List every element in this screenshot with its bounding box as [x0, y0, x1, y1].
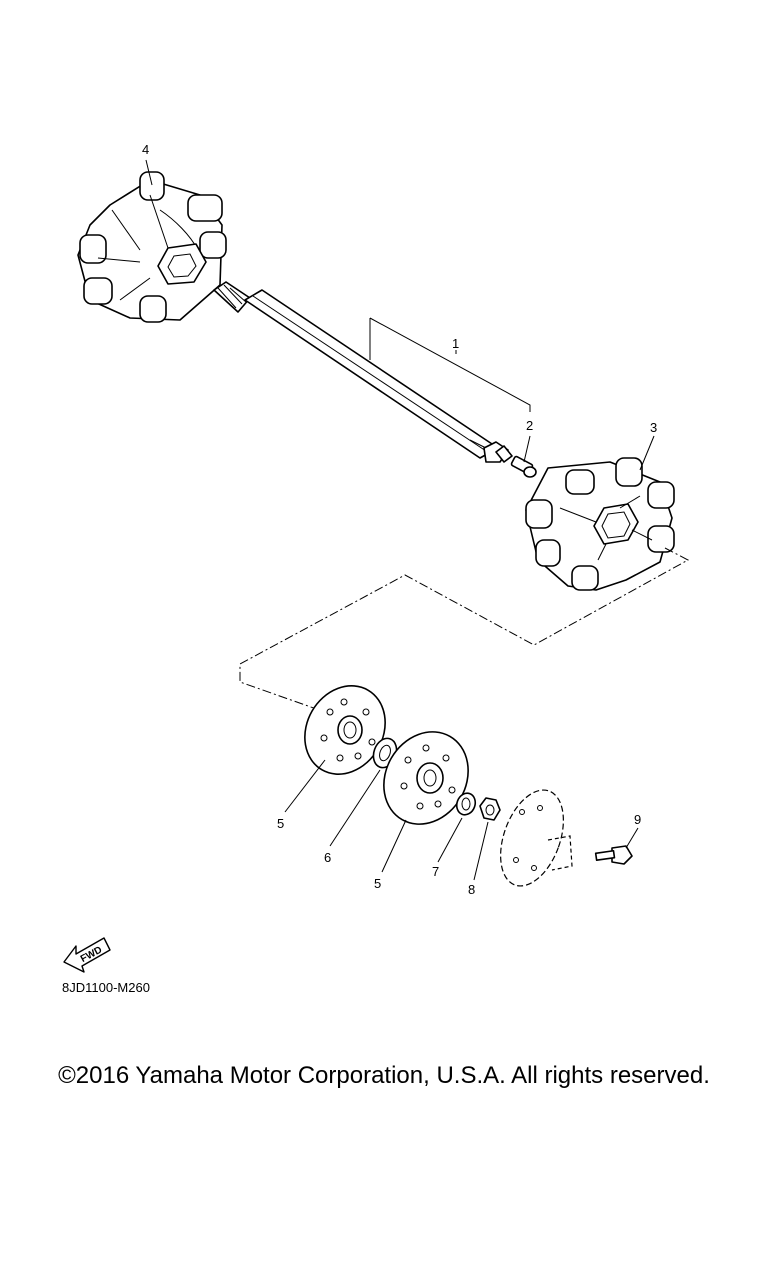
flange-bolt: [594, 845, 633, 865]
callout-3: 3: [650, 420, 657, 435]
callout-9: 9: [634, 812, 641, 827]
assembly-line: [239, 547, 690, 713]
diagram-reference-code: 8JD1100-M260: [62, 980, 150, 995]
washer: [455, 792, 477, 816]
callout-1: 1: [452, 336, 459, 351]
leader-lines: [145, 159, 655, 881]
plate-left: [304, 685, 386, 775]
callout-2: 2: [526, 418, 533, 433]
callout-8: 8: [468, 882, 475, 897]
sprocket-right: [525, 457, 675, 591]
drive-shaft: [213, 281, 513, 463]
callout-6: 6: [324, 850, 331, 865]
copyright-notice: ©2016 Yamaha Motor Corporation, U.S.A. A…: [58, 1062, 710, 1089]
nut: [479, 797, 501, 821]
callout-7: 7: [432, 864, 439, 879]
sprocket-left: [77, 171, 227, 323]
fwd-label: FWD: [79, 945, 104, 965]
hub-flange: [500, 789, 573, 887]
shaft-bolt: [510, 455, 537, 478]
plate-right: [383, 731, 469, 825]
callout-5-first: 5: [277, 816, 284, 831]
fwd-arrow-icon: FWD: [63, 937, 111, 973]
callout-5-second: 5: [374, 876, 381, 891]
callout-4: 4: [142, 142, 149, 157]
